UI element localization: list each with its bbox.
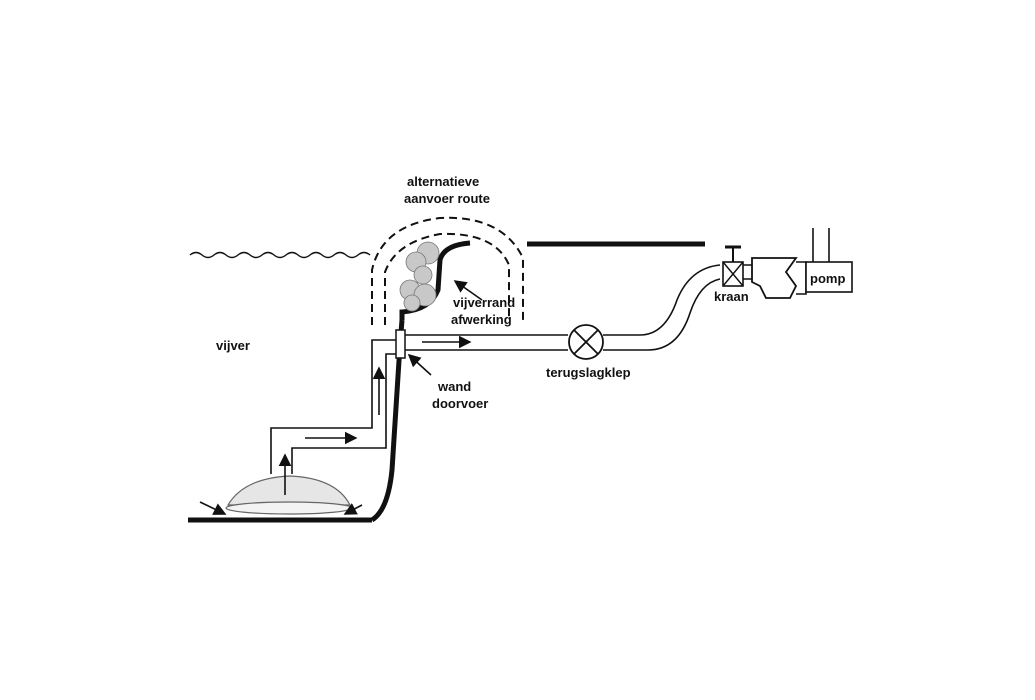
rising-pipe-top — [603, 264, 721, 336]
flow-arrow-into-filter-right — [343, 503, 363, 515]
tap-to-pump-pipe — [743, 264, 752, 280]
flow-arrow-pointer-edge — [453, 280, 483, 301]
flow-arrows — [199, 280, 483, 515]
label-edge-finish-1: vijverrand — [453, 295, 515, 310]
flow-arrow-pointer-wall — [407, 353, 432, 376]
tap-valve — [722, 245, 744, 287]
alternative-route-dashed — [371, 216, 524, 325]
label-wall-1: wand — [437, 379, 471, 394]
label-tap: kraan — [714, 289, 749, 304]
check-valve — [568, 324, 604, 360]
pond-wall — [370, 319, 405, 523]
label-edge-finish-2: afwerking — [451, 312, 512, 327]
flow-arrow-into-filter-left — [199, 501, 227, 515]
label-wall-2: doorvoer — [432, 396, 488, 411]
riser-pipe-inner — [291, 353, 396, 474]
water-surface-wave — [189, 251, 371, 259]
label-check-valve: terugslagklep — [546, 365, 631, 380]
label-pond: vijver — [216, 338, 250, 353]
riser-pipe — [270, 339, 396, 474]
label-alternative-route-2: aanvoer route — [404, 191, 490, 206]
edge-stones — [399, 241, 440, 312]
wall-passthrough — [395, 329, 406, 359]
intake-filter-dome — [225, 475, 353, 515]
label-pump: pomp — [810, 271, 845, 286]
label-alternative-route-1: alternatieve — [407, 174, 479, 189]
rising-pipe-bottom — [603, 278, 721, 351]
pump-unit — [751, 228, 853, 299]
alternative-route-dashed-inner — [384, 232, 510, 325]
